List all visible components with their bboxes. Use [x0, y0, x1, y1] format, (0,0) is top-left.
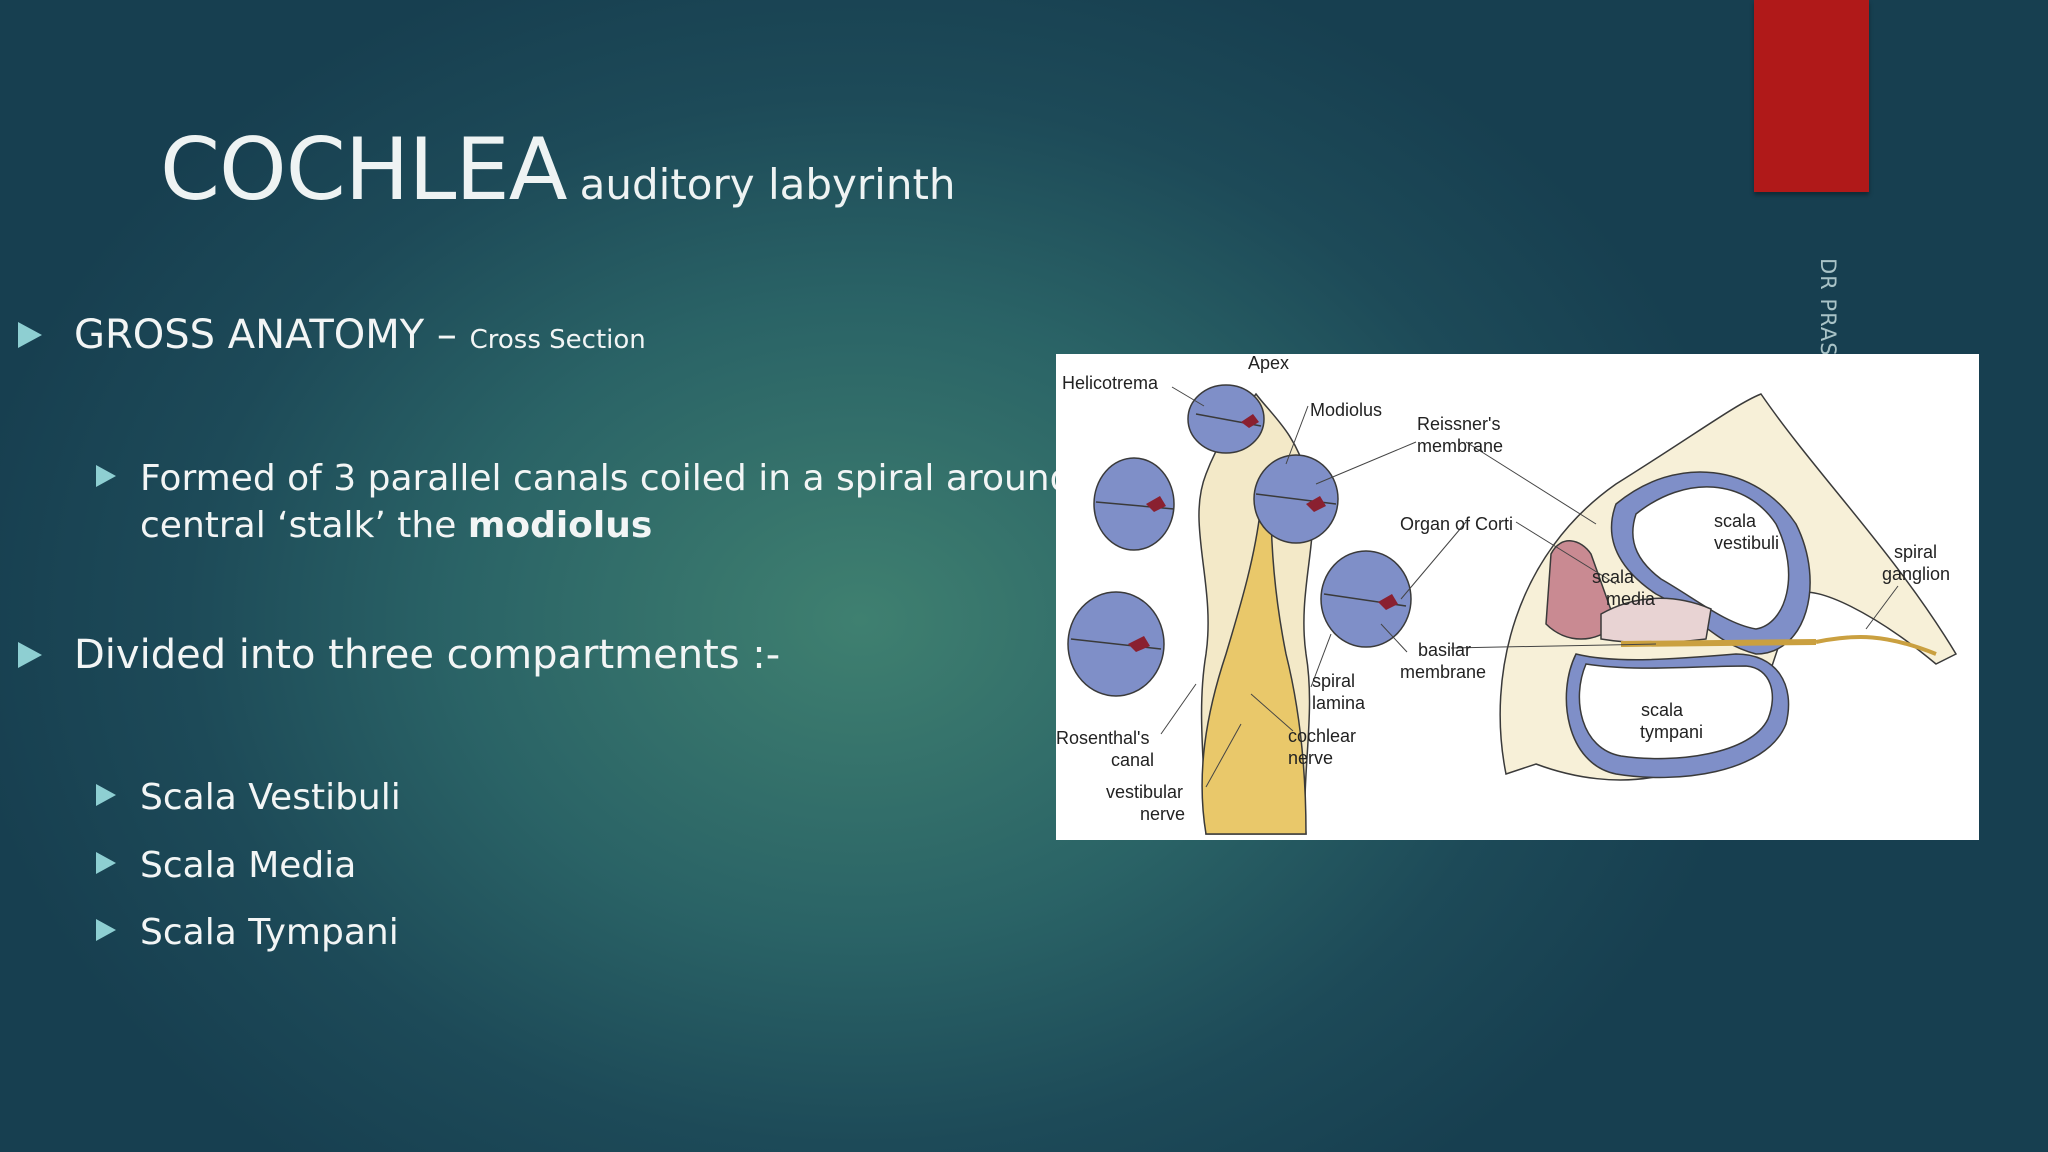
svg-text:nerve: nerve — [1288, 748, 1333, 768]
formed-line2: central ‘stalk’ the — [140, 505, 468, 546]
cochlea-cross-section-figure: Apex Helicotrema Modiolus Reissner's mem… — [1056, 354, 1979, 840]
bullet-gross-anatomy: GROSS ANATOMY – Cross Section — [18, 312, 646, 358]
bullet-arrow-icon — [96, 919, 116, 941]
svg-text:media: media — [1606, 589, 1656, 609]
divided-label: Divided into three compartments :- — [74, 632, 781, 678]
bullet-arrow-icon — [96, 852, 116, 874]
svg-text:spiral: spiral — [1312, 671, 1355, 691]
svg-text:vestibuli: vestibuli — [1714, 533, 1779, 553]
svg-text:scala: scala — [1714, 511, 1757, 531]
svg-text:membrane: membrane — [1417, 436, 1503, 456]
svg-text:cochlear: cochlear — [1288, 726, 1356, 746]
svg-text:canal: canal — [1111, 750, 1154, 770]
svg-text:scala: scala — [1641, 700, 1684, 720]
slide-title: COCHLEA auditory labyrinth — [160, 120, 956, 220]
svg-text:vestibular: vestibular — [1106, 782, 1183, 802]
svg-text:Helicotrema: Helicotrema — [1062, 373, 1159, 393]
svg-text:Modiolus: Modiolus — [1310, 400, 1382, 420]
cross-section-label: Cross Section — [469, 325, 646, 355]
cochlea-diagram: Apex Helicotrema Modiolus Reissner's mem… — [1056, 354, 1958, 835]
svg-text:Reissner's: Reissner's — [1417, 414, 1500, 434]
svg-text:scala: scala — [1592, 567, 1635, 587]
svg-text:membrane: membrane — [1400, 662, 1486, 682]
bullet-formed: Formed of 3 parallel canals coiled in a … — [96, 455, 1106, 549]
svg-text:lamina: lamina — [1312, 693, 1366, 713]
compartment-item: Scala Tympani — [96, 909, 399, 956]
bullet-divided: Divided into three compartments :- — [18, 632, 780, 678]
accent-tab — [1754, 0, 1869, 192]
bullet-arrow-icon — [18, 642, 42, 668]
compartment-item: Scala Vestibuli — [96, 774, 401, 821]
compartment-item: Scala Media — [96, 842, 356, 889]
svg-text:Apex: Apex — [1248, 354, 1289, 373]
svg-text:tympani: tympani — [1640, 722, 1703, 742]
gross-anatomy-label: GROSS ANATOMY – — [74, 312, 470, 358]
formed-line1: Formed of 3 parallel canals coiled in a … — [140, 458, 1106, 499]
bullet-arrow-icon — [96, 784, 116, 806]
title-sub: auditory labyrinth — [579, 160, 956, 209]
title-main: COCHLEA — [160, 120, 568, 220]
bullet-arrow-icon — [18, 322, 42, 348]
modiolus-term: modiolus — [467, 505, 653, 546]
bullet-arrow-icon — [96, 465, 116, 487]
svg-text:Rosenthal's: Rosenthal's — [1056, 728, 1150, 748]
svg-text:spiral: spiral — [1894, 542, 1937, 562]
side-author-label: DR PRAS — [1816, 258, 1840, 354]
svg-text:ganglion: ganglion — [1882, 564, 1950, 584]
svg-text:basilar: basilar — [1418, 640, 1471, 660]
svg-text:nerve: nerve — [1140, 804, 1185, 824]
svg-text:Organ of Corti: Organ of Corti — [1400, 514, 1513, 534]
